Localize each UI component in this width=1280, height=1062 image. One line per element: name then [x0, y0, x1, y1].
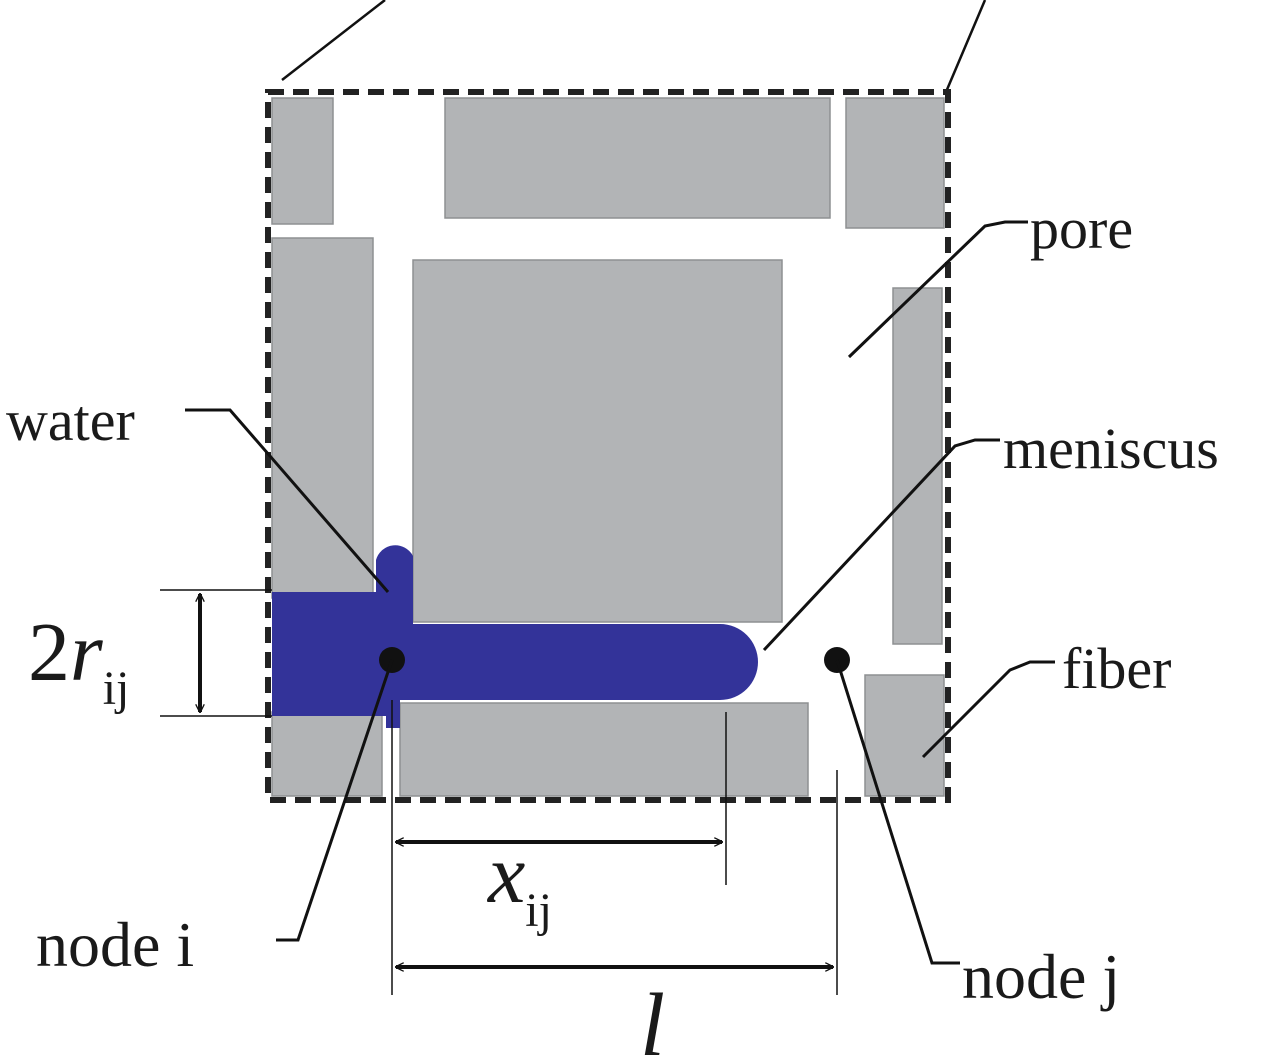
perspective-edge-right	[944, 0, 987, 93]
fiber-label: fiber	[1062, 636, 1172, 701]
fibers	[271, 97, 945, 797]
fiber-rect	[892, 287, 943, 645]
fiber-rect	[412, 259, 783, 623]
fiber-leader-line	[921, 660, 1055, 759]
fiber-rect	[864, 674, 945, 797]
node-i-leader-line	[276, 659, 394, 942]
meniscus-leader-line	[762, 438, 1000, 652]
pore-leader-line	[847, 220, 1028, 359]
radius-coefficient: 2	[28, 606, 70, 699]
fiber-rect	[845, 97, 945, 229]
fiber-rect	[271, 97, 334, 225]
meniscus-label: meniscus	[1003, 416, 1219, 481]
fiber-rect	[444, 97, 831, 219]
unit-cell-boundary	[265, 89, 951, 803]
radius-dimension	[160, 589, 272, 717]
length-symbol: xij	[486, 828, 552, 937]
length-subscript: ij	[525, 884, 552, 937]
length-variable: x	[486, 828, 525, 921]
spacing-symbol: l	[640, 976, 665, 1062]
length-dimensions	[391, 700, 838, 995]
fiber-rect	[271, 711, 383, 797]
water-label: water	[6, 388, 135, 453]
radius-variable: r	[70, 606, 103, 699]
fiber-rect	[399, 702, 809, 797]
node-j-label: node j	[962, 941, 1120, 1012]
water-region	[272, 545, 758, 728]
water-leader-line	[185, 408, 390, 593]
perspective-edge-left	[281, 0, 386, 81]
node-i-label: node i	[36, 909, 194, 980]
pore-label: pore	[1030, 196, 1133, 261]
node-j-leader-line	[835, 659, 960, 965]
fiber-rect	[271, 237, 374, 599]
radius-subscript: ij	[103, 662, 130, 715]
leader-lines	[185, 220, 1055, 965]
radius-symbol: 2rij	[28, 606, 129, 715]
